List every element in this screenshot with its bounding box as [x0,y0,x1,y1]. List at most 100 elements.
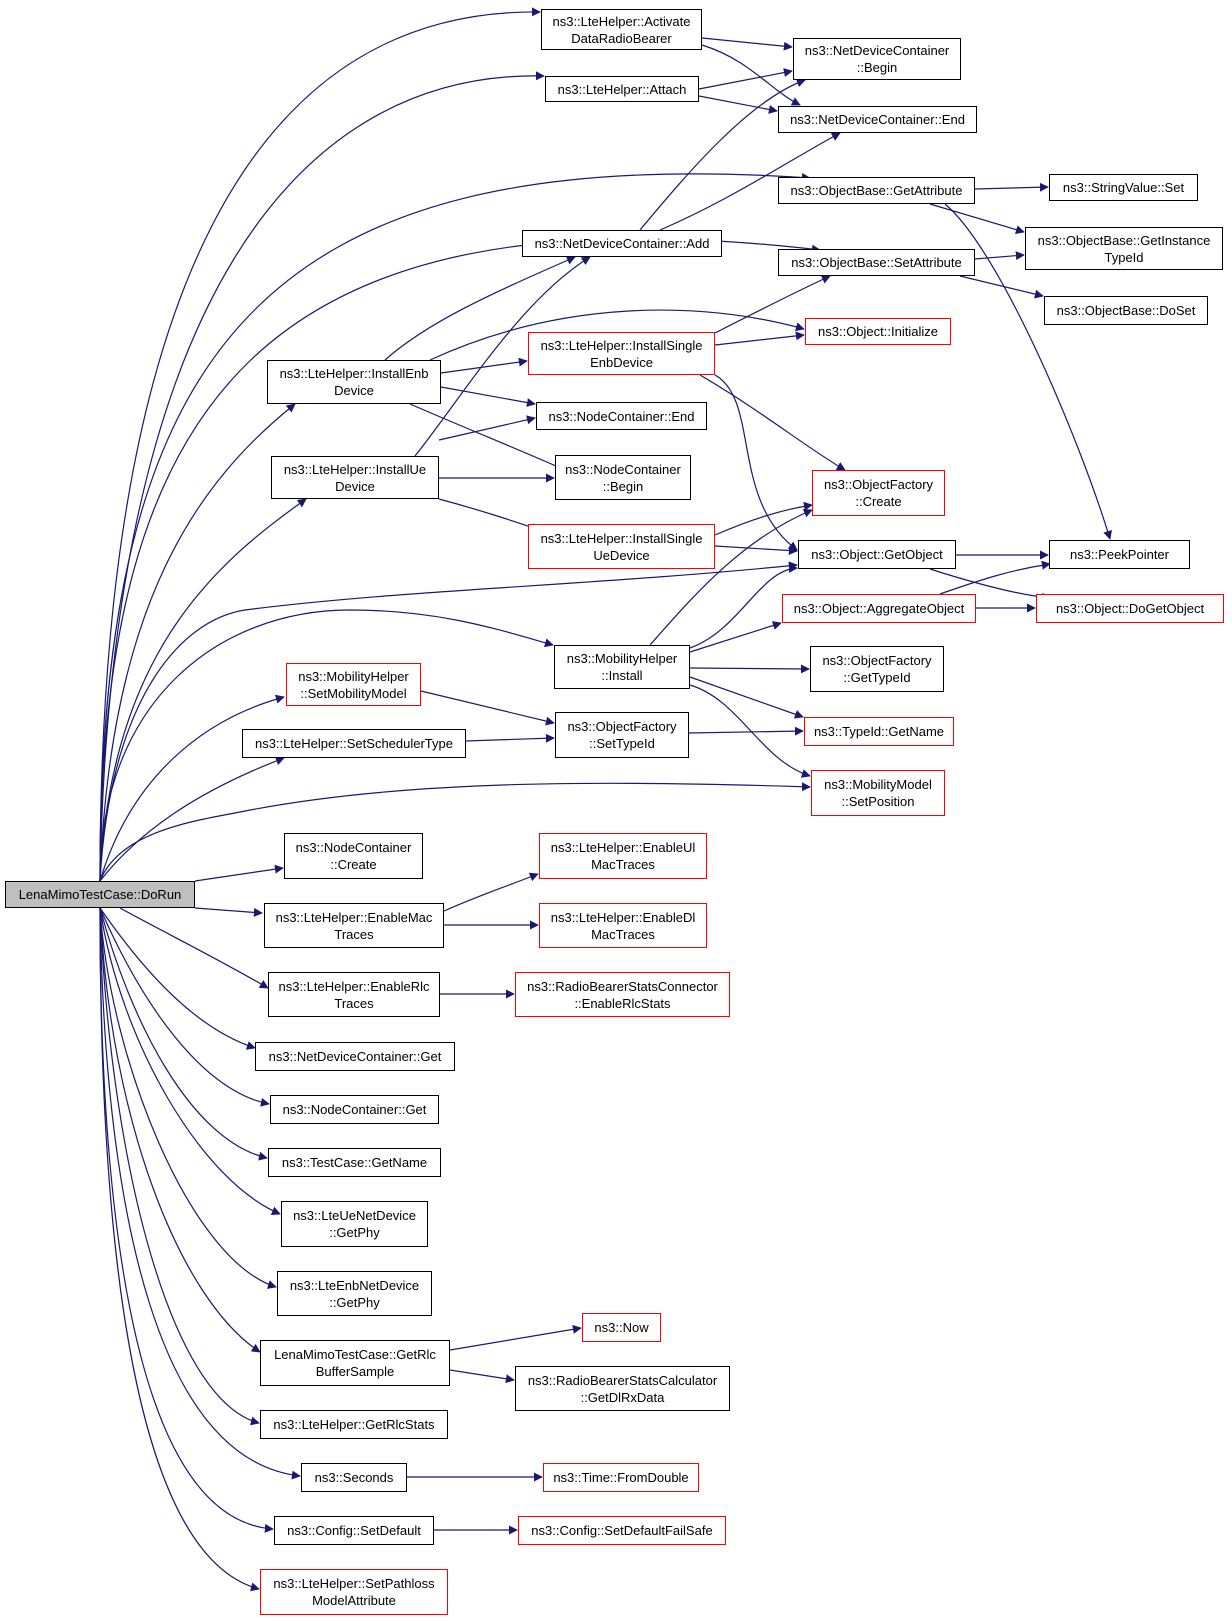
node-peekpointer[interactable]: ns3::PeekPointer [1049,540,1190,569]
node-ltehelper-setpathlossmodelattribute[interactable]: ns3::LteHelper::SetPathloss ModelAttribu… [260,1569,448,1615]
edge-installenb-single [440,357,528,374]
edge-mh-ofgettypeid [689,664,810,674]
node-objectbase-getinstancetypeid[interactable]: ns3::ObjectBase::GetInstance TypeId [1025,227,1223,270]
node-radiobearerstatscalculator-getdlrxdata[interactable]: ns3::RadioBearerStatsCalculator ::GetDlR… [515,1366,730,1411]
node-object-initialize[interactable]: ns3::Object::Initialize [805,318,951,345]
node-testcase-getname[interactable]: ns3::TestCase::GetName [268,1148,441,1177]
node-ltehelper-getrlcstats[interactable]: ns3::LteHelper::GetRlcStats [260,1410,448,1439]
edge-getrlc-calc [449,1369,515,1384]
edge-attach-ndcend [698,95,778,114]
edge-installenb-ndcadd [384,256,576,361]
edge-enbsingle-setattr [714,275,831,334]
node-activate-data-radio-bearer[interactable]: ns3::LteHelper::Activate DataRadioBearer [541,9,702,50]
node-installuedevice[interactable]: ns3::LteHelper::InstallUe Device [271,456,439,499]
node-mobilitymodel-setposition[interactable]: ns3::MobilityModel ::SetPosition [811,770,945,816]
node-ltehelper-enabledlmactraces[interactable]: ns3::LteHelper::EnableDl MacTraces [539,903,707,948]
edge-getattr-getinstance [929,203,1025,235]
edge-installenb-objinit [429,309,805,361]
node-objectfactory-settypeid[interactable]: ns3::ObjectFactory ::SetTypeId [555,712,689,758]
edge-root-tcgetname [99,907,268,1161]
edge-enbsingle-getobject [714,374,798,551]
node-objectbase-getattribute[interactable]: ns3::ObjectBase::GetAttribute [778,177,975,204]
node-mobilityhelper-setmobilitymodel[interactable]: ns3::MobilityHelper ::SetMobilityModel [286,663,421,706]
node-netdevicecontainer-get[interactable]: ns3::NetDeviceContainer::Get [255,1042,455,1071]
edge-enbsingle-objinit [714,331,805,346]
edge-root-setposition [99,782,811,882]
node-object-dogetobject[interactable]: ns3::Object::DoGetObject [1036,594,1224,623]
node-netdevicecontainer-add[interactable]: ns3::NetDeviceContainer::Add [522,230,722,257]
edge-settypeid-getname [688,726,804,736]
edge-root-setmobilitymodel [99,694,285,882]
node-ltehelper-enableulmactraces[interactable]: ns3::LteHelper::EnableUl MacTraces [539,833,707,879]
edge-mh-setposition [689,684,811,778]
edge-setattr-doset [959,275,1044,299]
edge-installenb-ncend [440,386,536,407]
edge-installue-ndcadd [414,256,591,457]
node-objectfactory-gettypeid[interactable]: ns3::ObjectFactory ::GetTypeId [810,646,944,692]
edge-root-setschedulertype [99,756,285,882]
edge-root-ncget [99,907,270,1107]
node-object-getobject[interactable]: ns3::Object::GetObject [798,540,956,569]
edge-aggr-peek [939,560,1051,595]
edge-setattr-getinstance [974,251,1025,261]
edge-mh-ofcreate [649,508,813,646]
node-lenamimotestcase-getrlcbuffersample[interactable]: LenaMimoTestCase::GetRlc BufferSample [260,1340,450,1386]
node-attach[interactable]: ns3::LteHelper::Attach [545,76,699,102]
edge-getrlc-now [449,1324,582,1351]
node-netdevicecontainer-begin[interactable]: ns3::NetDeviceContainer ::Begin [793,38,961,80]
node-objectbase-doset[interactable]: ns3::ObjectBase::DoSet [1044,296,1208,325]
edge-add-ndcend [659,132,841,231]
root-node-dorun[interactable]: LenaMimoTestCase::DoRun [5,881,195,908]
edge-root-getobject [99,561,798,882]
node-ltehelper-enablemactraces[interactable]: ns3::LteHelper::EnableMac Traces [264,903,444,948]
node-objectfactory-create[interactable]: ns3::ObjectFactory ::Create [812,470,945,516]
node-installsingleenbdevice[interactable]: ns3::LteHelper::InstallSingle EnbDevice [528,332,715,375]
edge-setsched-settypeid [465,733,555,743]
node-nodecontainer-begin[interactable]: ns3::NodeContainer ::Begin [555,455,691,500]
node-config-setdefaultfailsafe[interactable]: ns3::Config::SetDefaultFailSafe [518,1516,726,1545]
edge-add-ndcbegin [639,78,806,231]
node-objectbase-setattribute[interactable]: ns3::ObjectBase::SetAttribute [778,249,975,276]
edge-root-nccreate [194,864,284,882]
edge-installue-single [438,498,541,532]
edge-mh-aggr [689,621,782,653]
node-mobilityhelper-install[interactable]: ns3::MobilityHelper ::Install [554,645,690,689]
node-lteuenetdevice-getphy[interactable]: ns3::LteUeNetDevice ::GetPhy [281,1201,428,1247]
node-lteenbnetdevice-getphy[interactable]: ns3::LteEnbNetDevice ::GetPhy [277,1271,432,1316]
edge-root-ndcget [99,907,256,1050]
edge-enbsingle-ofcreate [699,374,846,471]
node-installenbdevice[interactable]: ns3::LteHelper::InstallEnb Device [267,360,441,404]
edge-uesingle-getobject [714,545,798,555]
node-ltehelper-setschedulertype[interactable]: ns3::LteHelper::SetSchedulerType [242,729,466,758]
edge-root-enbgetphy [99,907,277,1289]
edge-root-getattribute [99,172,811,882]
node-typeid-getname[interactable]: ns3::TypeId::GetName [804,717,954,746]
node-seconds[interactable]: ns3::Seconds [301,1463,407,1492]
edge-root-getrlcstats [99,907,260,1426]
node-nodecontainer-end[interactable]: ns3::NodeContainer::End [536,402,707,430]
node-now[interactable]: ns3::Now [582,1313,661,1342]
edge-installue-ncend [438,415,536,441]
edge-activate-ndcbegin [701,37,793,51]
node-radiobearerstatsconnector-enablerlcstats[interactable]: ns3::RadioBearerStatsConnector ::EnableR… [515,972,730,1017]
edge-root-uegetphy [99,907,281,1215]
node-config-setdefault[interactable]: ns3::Config::SetDefault [274,1516,434,1545]
edge-root-installue [99,498,307,882]
node-object-aggregateobject[interactable]: ns3::Object::AggregateObject [782,594,976,623]
edge-root-attach [99,71,545,882]
node-nodecontainer-get[interactable]: ns3::NodeContainer::Get [270,1095,439,1124]
node-time-fromdouble[interactable]: ns3::Time::FromDouble [543,1463,699,1492]
edge-setmobility-settypeid [420,690,555,726]
edge-installenb-ncbegin [409,403,566,471]
node-netdevicecontainer-end[interactable]: ns3::NetDeviceContainer::End [778,106,977,133]
edge-mh-tidgetname [689,676,804,719]
edge-enablemac-ul [443,872,539,912]
node-installsingleuedevice[interactable]: ns3::LteHelper::InstallSingle UeDevice [528,524,715,569]
edge-getattr-svset [974,182,1049,192]
node-stringvalue-set[interactable]: ns3::StringValue::Set [1049,174,1198,201]
node-nodecontainer-create[interactable]: ns3::NodeContainer ::Create [284,833,423,879]
node-ltehelper-enablerlctraces[interactable]: ns3::LteHelper::EnableRlc Traces [268,972,440,1017]
edge-root-activate [99,7,541,882]
edge-root-setdefault [99,907,274,1533]
